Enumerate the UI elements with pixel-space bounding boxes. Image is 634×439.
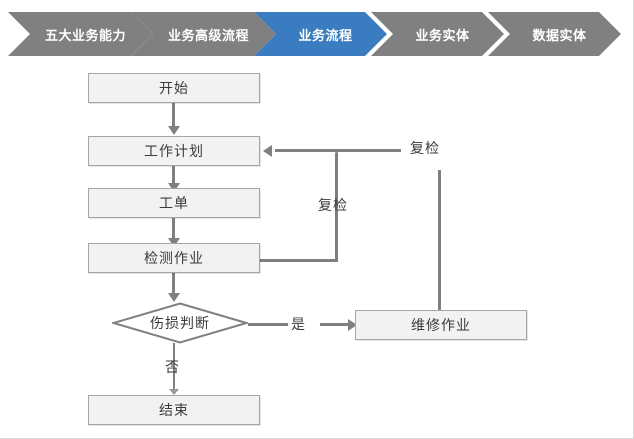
breadcrumb-step-4-label: 业务实体 xyxy=(415,27,470,43)
arrow-workplan-to-workorder xyxy=(167,183,180,192)
breadcrumb-step-5[interactable]: 数据实体 xyxy=(488,12,621,56)
breadcrumb-step-2-label: 业务高级流程 xyxy=(167,27,249,43)
diamond-shape xyxy=(112,302,248,344)
node-damage-label: 伤损判断 xyxy=(150,315,210,331)
connector-workplan-to-workorder xyxy=(172,166,175,188)
arrow-start-to-workplan xyxy=(167,126,180,135)
arrow-damage-to-end xyxy=(169,389,179,395)
node-end-label: 结束 xyxy=(159,402,189,418)
connector-inspection-recheck-h xyxy=(260,259,338,262)
edge-label-recheck-repair: 复检 xyxy=(410,140,440,156)
connector-inspection-recheck-v xyxy=(335,152,338,262)
arrow-inspection-to-damage xyxy=(167,293,180,302)
arrow-workorder-to-inspection xyxy=(167,238,180,247)
node-workorder[interactable]: 工单 xyxy=(88,188,260,218)
breadcrumb-step-4[interactable]: 业务实体 xyxy=(371,12,504,56)
node-end[interactable]: 结束 xyxy=(88,395,260,425)
node-workplan-label: 工作计划 xyxy=(144,143,204,159)
node-inspection-label: 检测作业 xyxy=(144,250,204,266)
connector-yes-label-to-repair xyxy=(320,323,350,326)
node-start-label: 开始 xyxy=(159,80,189,96)
edge-label-no: 否 xyxy=(165,359,180,375)
connector-start-to-workplan xyxy=(172,103,175,131)
connector-repair-recheck-v xyxy=(438,170,441,312)
node-workorder-label: 工单 xyxy=(159,195,189,211)
breadcrumb-step-1[interactable]: 五大业务能力 xyxy=(8,12,153,56)
connector-repair-recheck-h xyxy=(275,149,401,152)
breadcrumb-step-1-label: 五大业务能力 xyxy=(44,27,126,43)
breadcrumb-step-3-label: 业务流程 xyxy=(298,27,353,43)
connector-damage-to-yes-label xyxy=(248,323,288,326)
node-inspection[interactable]: 检测作业 xyxy=(88,243,260,273)
node-repair-label: 维修作业 xyxy=(411,317,471,333)
edge-label-yes: 是 xyxy=(291,316,306,332)
edge-label-recheck-inspection: 复检 xyxy=(318,197,348,213)
node-repair[interactable]: 维修作业 xyxy=(355,310,527,340)
arrow-damage-to-repair xyxy=(348,318,357,331)
breadcrumb: 五大业务能力 业务高级流程 业务流程 业务实体 数据实体 xyxy=(0,12,634,56)
connector-inspection-to-damage xyxy=(172,273,175,297)
connector-workorder-to-inspection xyxy=(172,218,175,243)
node-workplan[interactable]: 工作计划 xyxy=(88,136,260,166)
node-damage-decision[interactable]: 伤损判断 xyxy=(112,302,248,344)
node-start[interactable]: 开始 xyxy=(88,73,260,103)
breadcrumb-step-5-label: 数据实体 xyxy=(532,27,587,43)
connector-damage-to-end xyxy=(173,343,175,393)
arrow-recheck-into-workplan xyxy=(263,144,272,157)
